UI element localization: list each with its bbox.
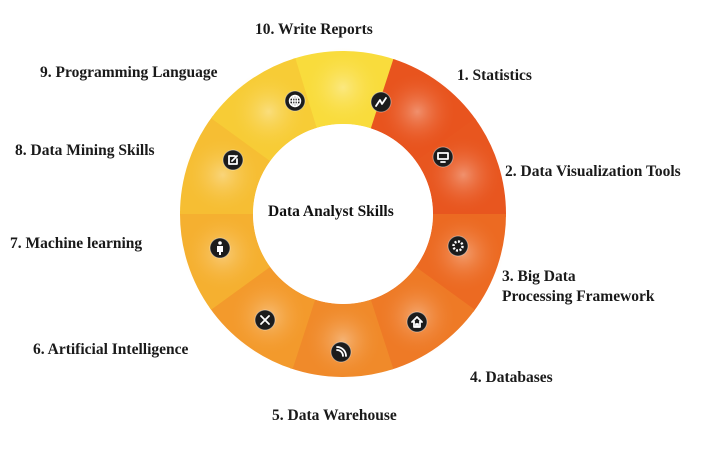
skill-label-9: 9. Programming Language [40, 64, 218, 81]
globe-icon [284, 90, 306, 112]
rss-icon [330, 341, 352, 363]
edit-icon [222, 149, 244, 171]
center-title: Data Analyst Skills [268, 203, 394, 220]
skill-label-8: 8. Data Mining Skills [15, 142, 155, 159]
trend-line-icon [370, 91, 392, 113]
skill-label-2: 2. Data Visualization Tools [505, 163, 681, 180]
skill-label-7: 7. Machine learning [10, 235, 143, 252]
house-icon [406, 311, 428, 333]
tools-icon [254, 309, 276, 331]
skill-label-6: 6. Artificial Intelligence [33, 341, 189, 358]
person-icon [209, 237, 231, 259]
gear-icon [447, 235, 469, 257]
skill-label-5: 5. Data Warehouse [272, 407, 397, 424]
skill-label-1: 1. Statistics [457, 67, 532, 84]
skill-label-4: 4. Databases [470, 369, 553, 386]
skill-label-10: 10. Write Reports [255, 21, 373, 38]
monitor-icon [432, 146, 454, 168]
